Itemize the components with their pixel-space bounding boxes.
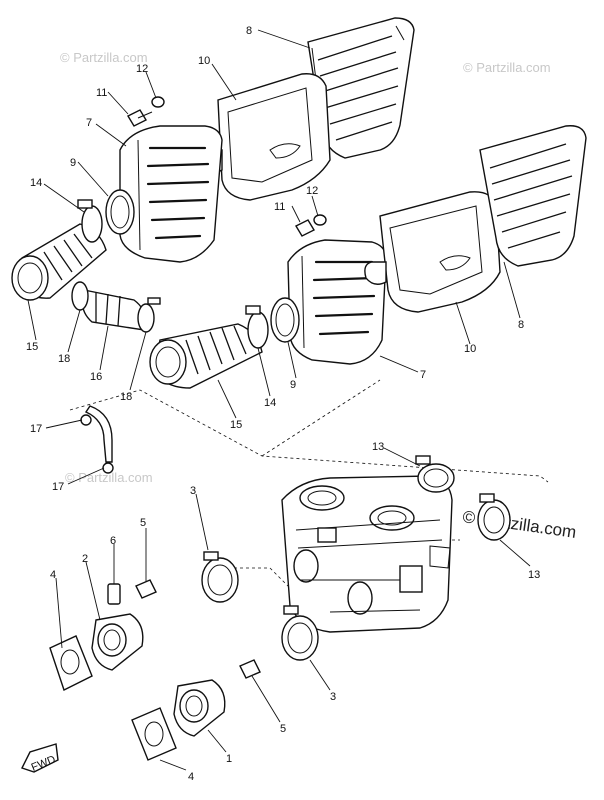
forward-arrow-icon: FWD xyxy=(21,743,59,774)
screw-lower xyxy=(239,659,261,679)
callout-8-upper: 8 xyxy=(246,25,252,37)
small-clamp-right xyxy=(137,297,161,333)
callout-4-upper: 4 xyxy=(50,569,56,581)
washer-lower xyxy=(313,214,327,226)
callout-10-lower: 10 xyxy=(464,343,476,355)
callout-15-lower: 15 xyxy=(230,419,242,431)
callout-17-lower: 17 xyxy=(52,481,64,493)
callout-5-upper: 5 xyxy=(140,517,146,529)
breather-pipe xyxy=(80,405,114,474)
joint-clamp-upper xyxy=(201,551,239,603)
insulator-gasket-lower xyxy=(131,707,177,761)
callout-9-lower: 9 xyxy=(290,379,296,391)
carburetor-assembly xyxy=(281,475,453,633)
watermark-top-left: © Partzilla.com xyxy=(60,50,148,65)
callout-2: 2 xyxy=(82,553,88,565)
callout-10-upper: 10 xyxy=(198,55,210,67)
callout-8-lower: 8 xyxy=(518,319,524,331)
joint-ring-lower xyxy=(270,297,300,343)
screw-upper xyxy=(135,579,157,599)
callout-3-lower: 3 xyxy=(330,691,336,703)
callout-18-left: 18 xyxy=(58,353,70,365)
callout-7-lower: 7 xyxy=(420,369,426,381)
callout-1: 1 xyxy=(226,753,232,765)
connector-hose xyxy=(81,289,147,331)
small-clamp-left xyxy=(71,281,89,311)
watermark-top-right: © Partzilla.com xyxy=(463,60,551,75)
callout-14-lower: 14 xyxy=(264,397,276,409)
callout-15-upper: 15 xyxy=(26,341,38,353)
callout-7-upper: 7 xyxy=(86,117,92,129)
callout-3-upper: 3 xyxy=(190,485,196,497)
hose-clamp-upper xyxy=(77,199,103,243)
carburetor-joint-upper xyxy=(91,613,144,671)
air-cleaner-body-upper xyxy=(119,125,223,263)
callout-13-lower: 13 xyxy=(528,569,540,581)
bolt-lower xyxy=(295,219,315,237)
joint-clamp-lower xyxy=(281,605,319,661)
callout-4-lower: 4 xyxy=(188,771,194,783)
intake-hose-lower xyxy=(149,323,263,389)
dowel-pin xyxy=(107,583,121,605)
insulator-gasket-upper xyxy=(49,635,93,691)
callout-9-upper: 9 xyxy=(70,157,76,169)
callout-11-upper: 11 xyxy=(96,87,107,99)
callout-12-lower: 12 xyxy=(306,185,318,197)
callout-5-lower: 5 xyxy=(280,723,286,735)
callout-16: 16 xyxy=(90,371,102,383)
callout-18-right: 18 xyxy=(120,391,132,403)
air-cleaner-body-lower xyxy=(287,239,387,365)
joint-ring-upper xyxy=(105,189,135,235)
callout-14-upper: 14 xyxy=(30,177,42,189)
callout-6: 6 xyxy=(110,535,116,547)
callout-17-upper: 17 xyxy=(30,423,42,435)
callout-11-lower: 11 xyxy=(274,201,285,213)
callout-13-upper: 13 xyxy=(372,441,384,453)
air-filter-case-lower xyxy=(364,191,501,313)
washer-upper xyxy=(151,96,165,108)
bolt-upper xyxy=(127,109,153,127)
carburetor-clamp-far-right xyxy=(477,493,511,541)
carburetor-joint-lower xyxy=(173,679,226,737)
air-filter-cover-lower xyxy=(479,125,587,267)
carburetor-clamp-right xyxy=(415,455,455,493)
watermark-mid-left: © Partzilla.com xyxy=(65,470,153,485)
intake-hose-upper xyxy=(11,223,107,301)
callout-12-upper: 12 xyxy=(136,63,148,75)
